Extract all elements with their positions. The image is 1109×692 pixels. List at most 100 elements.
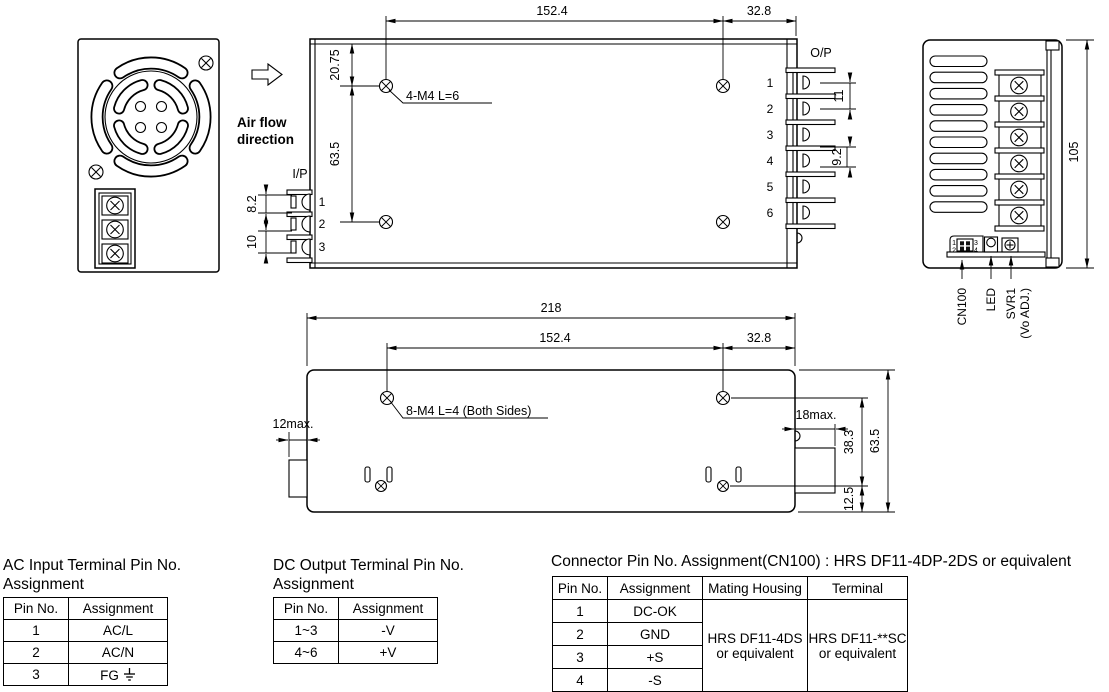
connector-table-title: Connector Pin No. Assignment(CN100) : HR…: [551, 553, 1072, 570]
vent-louvers: [929, 55, 988, 213]
dim-side-width: 105: [1066, 39, 1094, 269]
dim-635-bottom: 63.5: [868, 429, 882, 453]
ac-input-table-title: AC Input Terminal Pin No. Assignment: [3, 556, 181, 594]
ac-input-table: Pin No. Assignment 1 AC/L 2 AC/N 3 FG: [3, 597, 168, 686]
dim-11: 11: [832, 89, 846, 102]
col-header: Pin No.: [3, 597, 69, 620]
dim-right-heights: 38.3 12.5 63.5: [730, 369, 895, 513]
earth-ground-icon: [123, 667, 135, 681]
bottom-hole-label: 8-M4 L=4 (Both Sides): [406, 404, 531, 418]
dc-output-title-line1: DC Output Terminal Pin No.: [273, 557, 464, 574]
mating-housing-line2: or equivalent: [716, 645, 794, 661]
air-flow-arrow-icon: [251, 62, 283, 87]
table-row: 1 DC-OK HRS DF11-4DS or equivalent HRS D…: [552, 599, 908, 692]
fan-grille: [90, 56, 212, 178]
dim-2075: 20.75: [328, 49, 342, 80]
col-header: Pin No.: [273, 597, 339, 620]
top-hole-label: 4-M4 L=6: [406, 89, 459, 103]
mating-housing-cell: HRS DF11-4DS or equivalent: [702, 599, 808, 692]
svr1-label: SVR1: [1004, 288, 1018, 320]
table-cell: 3: [552, 645, 608, 669]
table-header-row: Pin No. Assignment: [3, 597, 168, 620]
side-view: 1 2 3 4 CN100 LED SVR1 (Vo ADJ.): [922, 39, 1094, 339]
cn-pin-3: 3: [974, 240, 978, 247]
cn100-label: CN100: [955, 288, 969, 326]
table-cell: 1: [3, 619, 69, 642]
dc-output-table-title: DC Output Terminal Pin No. Assignment: [273, 556, 464, 594]
dim-32-top: 32.8: [747, 4, 771, 18]
table-cell: 2: [552, 622, 608, 646]
dim-output-pitch: 11 9.2: [820, 72, 856, 178]
col-header: Assignment: [338, 597, 438, 620]
mechanical-drawing: Air flow direction 152.4 32.8: [77, 4, 1094, 513]
panel-screw-icon: [88, 55, 214, 180]
table-row: 3 +S: [552, 645, 908, 669]
output-terminals: O/P 1 2 3 4 5 6: [767, 46, 836, 244]
led-indicator-icon: [983, 236, 999, 253]
table-cell: AC/L: [68, 619, 168, 642]
dim-12max: 12max.: [273, 417, 314, 431]
air-flow-label2: direction: [237, 132, 294, 147]
dim-right-protrusion: 18max.: [782, 408, 848, 446]
table-row: 2 GND: [552, 622, 908, 646]
front-view: [77, 38, 220, 273]
op-pin-1: 1: [767, 76, 774, 90]
fg-label: FG: [100, 667, 119, 683]
col-header: Assignment: [68, 597, 168, 620]
bottom-view: 218 152.4 32.8 8-M4 L=4 (Both Sides) 12m…: [273, 301, 895, 513]
table-cell: GND: [607, 622, 703, 646]
dim-92: 9.2: [830, 148, 844, 165]
output-protrusion: [794, 447, 836, 494]
mating-housing-line1: HRS DF11-4DS: [707, 630, 803, 646]
op-pin-6: 6: [767, 206, 774, 220]
dim-bottom-length: 218 152.4 32.8: [306, 301, 796, 391]
dim-635-top: 63.5: [328, 142, 342, 166]
terminal-screw-icon: [1010, 76, 1028, 225]
dim-105: 105: [1067, 142, 1081, 163]
table-cell: 1~3: [273, 619, 339, 642]
dim-top-length: 152.4 32.8: [385, 4, 797, 79]
dim-218: 218: [541, 301, 562, 315]
input-terminals: I/P 1 2 3: [286, 167, 326, 264]
table-row: 4~6 +V: [273, 641, 438, 664]
col-header: Mating Housing: [702, 576, 808, 600]
dim-32-bottom: 32.8: [747, 331, 771, 345]
dim-125: 12.5: [842, 487, 856, 511]
col-header: Terminal: [807, 576, 908, 600]
dim-input-pitch: 8.2 10: [245, 184, 292, 264]
table-cell: 2: [3, 641, 69, 664]
ip-pin-1: 1: [319, 195, 326, 209]
table-row: 1~3 -V: [273, 619, 438, 642]
table-cell: DC-OK: [607, 599, 703, 623]
table-cell: +V: [338, 641, 438, 664]
table-row: 4 -S: [552, 668, 908, 692]
top-view: 152.4 32.8 20.75 63.5 4-M4 L=6: [245, 4, 856, 269]
op-pin-2: 2: [767, 102, 774, 116]
control-strip: 1 2 3 4 CN100 LED SVR1 (Vo ADJ.): [946, 235, 1046, 339]
dim-left-protrusion: 12max.: [273, 417, 320, 457]
ip-pin-2: 2: [319, 217, 326, 231]
dc-output-table: Pin No. Assignment 1~3 -V 4~6 +V: [273, 597, 438, 664]
table-row: 2 AC/N: [3, 641, 168, 664]
ip-label: I/P: [292, 167, 307, 181]
op-pin-4: 4: [767, 154, 774, 168]
ip-pin-3: 3: [319, 240, 326, 254]
cn100-connector: 1 2 3 4: [952, 238, 978, 255]
col-header: Assignment: [607, 576, 703, 600]
dim-82: 8.2: [245, 195, 259, 212]
terminal-line1: HRS DF11-**SC: [808, 630, 907, 646]
cn-pin-1: 1: [952, 240, 956, 247]
ac-input-title-line2: Assignment: [3, 576, 84, 593]
led-label: LED: [984, 288, 998, 312]
table-header-row: Pin No. Assignment Mating Housing Termin…: [552, 576, 908, 600]
table-cell: -V: [338, 619, 438, 642]
table-cell: 4~6: [273, 641, 339, 664]
dc-terminal-block: [994, 69, 1045, 232]
mounting-hole-icon: [374, 390, 731, 493]
connector-table: Pin No. Assignment Mating Housing Termin…: [552, 576, 908, 692]
dim-18max: 18max.: [796, 408, 837, 422]
table-row: 1 AC/L: [3, 619, 168, 642]
table-cell: 1: [552, 599, 608, 623]
ac-terminal-block: [94, 188, 136, 269]
